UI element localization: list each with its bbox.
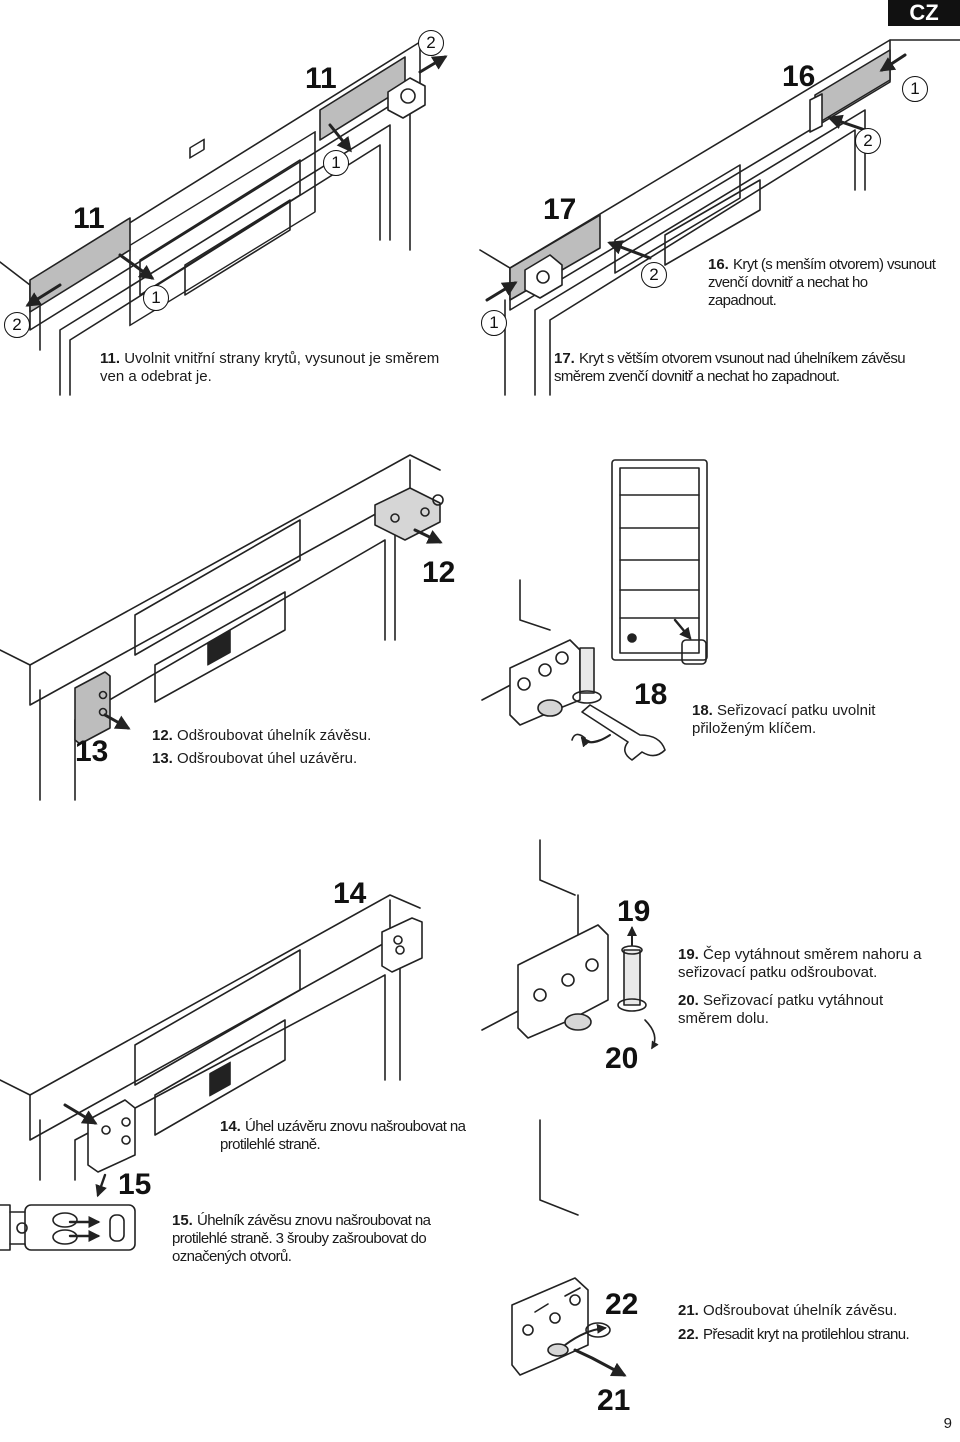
step-17-text: 17. Kryt s větším otvorem vsunout nad úh…	[554, 350, 906, 385]
step-marker-2: 2	[641, 262, 667, 288]
step-19-text: 19. Čep vytáhnout směrem nahoru a seřizo…	[678, 946, 922, 981]
figure-number-13: 13	[75, 735, 109, 768]
step-20-text: 20. Seřizovací patku vytáhnout směrem do…	[678, 992, 884, 1027]
step-marker-1: 1	[481, 310, 507, 336]
figure-number-11-top: 11	[305, 62, 337, 95]
step-16-text: 16. Kryt (s menším otvorem) vsunout zven…	[708, 256, 936, 309]
step-marker-2: 2	[855, 128, 881, 154]
figure-number-11-left: 11	[73, 202, 105, 235]
figure-number-15: 15	[118, 1168, 152, 1201]
figure-number-19: 19	[617, 895, 651, 928]
diagram-step-12-13	[0, 454, 444, 801]
step-marker-1: 1	[143, 285, 169, 311]
step-marker-1: 1	[902, 76, 928, 102]
page-number: 9	[943, 1415, 952, 1432]
figure-number-20: 20	[605, 1042, 639, 1075]
step-13-text: 13. Odšroubovat úhel uzávěru.	[152, 750, 358, 767]
figure-number-16: 16	[782, 60, 816, 93]
step-11-text: 11. Uvolnit vnitřní strany krytů, vysuno…	[100, 350, 440, 385]
step-18-text: 18. Seřizovací patku uvolnit přiloženým …	[692, 702, 876, 737]
figure-number-14: 14	[333, 877, 367, 910]
figure-number-12: 12	[422, 556, 456, 589]
figure-number-22: 22	[605, 1288, 639, 1321]
language-tag: CZ	[888, 0, 960, 26]
diagram-step-14-15	[0, 894, 423, 1251]
diagram-step-19-20	[481, 839, 659, 1216]
figure-number-17: 17	[543, 193, 577, 226]
step-marker-2: 2	[418, 30, 444, 56]
figure-number-21: 21	[597, 1384, 631, 1417]
diagram-step-18	[481, 459, 708, 761]
step-14-text: 14. Úhel uzávěru znovu našroubovat na pr…	[220, 1118, 466, 1153]
step-22-text: 22. Přesadit kryt na protilehlou stranu.	[678, 1326, 910, 1343]
step-15-text: 15. Úhelník závěsu znovu našroubovat na …	[172, 1212, 431, 1265]
diagram-step-21-22	[511, 1277, 627, 1377]
diagram-step-16-17	[479, 39, 960, 396]
figure-number-18: 18	[634, 678, 668, 711]
step-12-text: 12. Odšroubovat úhelník závěsu.	[152, 727, 372, 744]
step-marker-1: 1	[323, 150, 349, 176]
step-marker-2: 2	[4, 312, 30, 338]
diagram-step-11	[0, 41, 448, 396]
step-21-text: 21. Odšroubovat úhelník závěsu.	[678, 1302, 898, 1319]
